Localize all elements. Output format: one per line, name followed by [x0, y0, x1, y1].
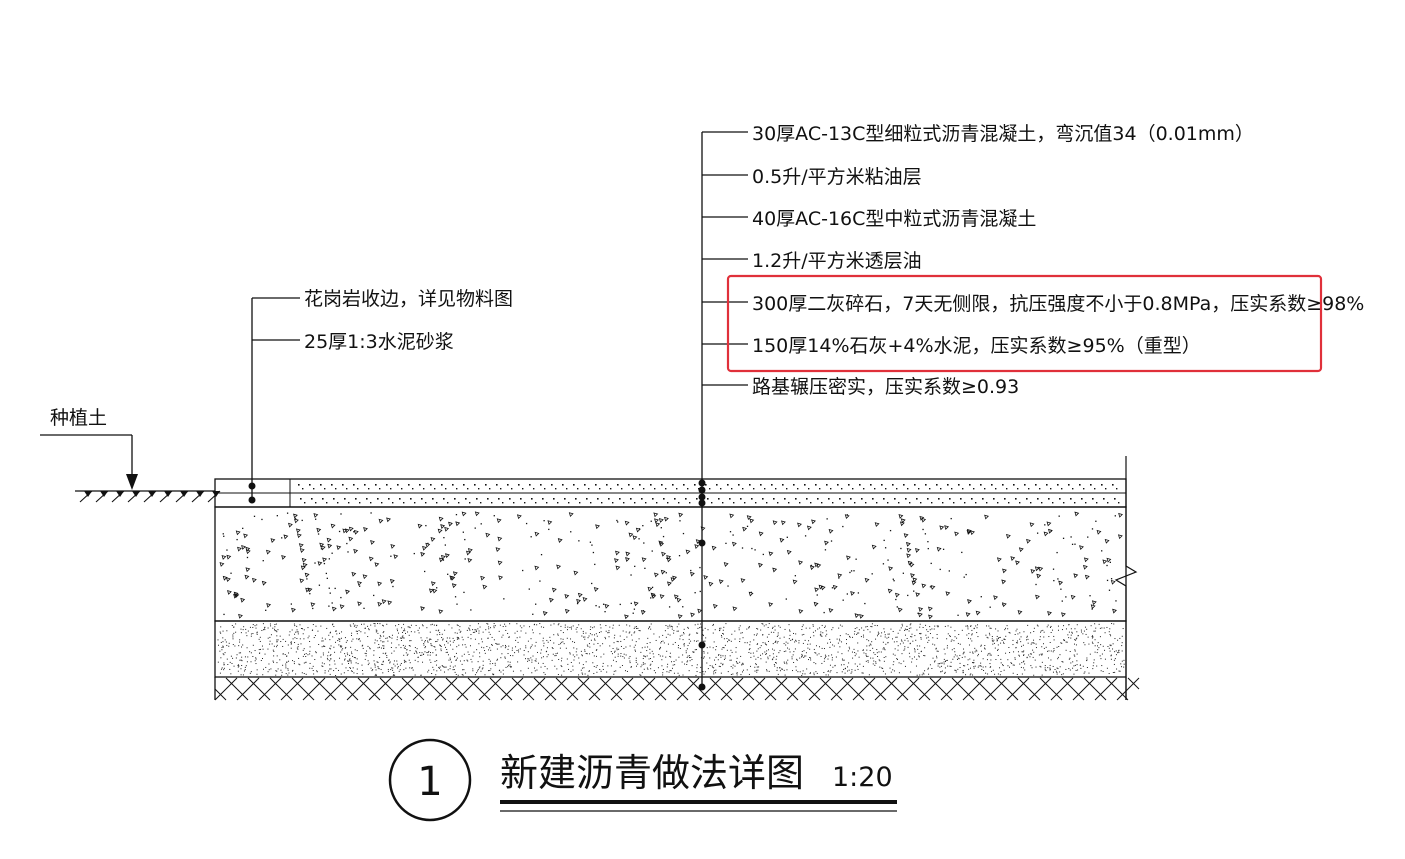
break-line	[1114, 456, 1138, 700]
gravel-base-layer	[214, 506, 1127, 622]
gravel-base-pattern	[219, 511, 1123, 620]
drawing-title: 新建沥青做法详图	[500, 751, 804, 795]
left-callout-0: 花岗岩收边，详见物料图	[304, 288, 513, 310]
right-callout-1: 0.5升/平方米粘油层	[752, 166, 922, 188]
right-callout-6: 路基辗压密实，压实系数≥0.93	[752, 376, 1019, 398]
right-callout-0: 30厚AC-13C型细粒式沥青混凝土，弯沉值34（0.01mm）	[752, 123, 1254, 145]
compacted-subgrade-hatch	[214, 677, 1140, 701]
pavement-section	[214, 456, 1140, 701]
planting-soil-marker: 种植土	[40, 407, 221, 503]
right-callout-4: 300厚二灰碎石，7天无侧限，抗压强度不小于0.8MPa，压实系数≥98%	[752, 293, 1364, 315]
stabilized-subbase-layer	[214, 620, 1127, 678]
drawing-scale: 1:20	[832, 762, 893, 793]
detail-number-circle	[388, 738, 472, 822]
right-callout-3: 1.2升/平方米透层油	[752, 250, 922, 272]
right-callout-group: 30厚AC-13C型细粒式沥青混凝土，弯沉值34（0.01mm） 0.5升/平方…	[698, 123, 1364, 691]
planting-soil-label: 种植土	[50, 407, 107, 429]
planting-soil-hatch	[79, 490, 221, 503]
left-callout-group: 花岗岩收边，详见物料图 25厚1:3水泥砂浆	[248, 288, 513, 504]
highlight-box	[726, 274, 1323, 373]
stabilized-subbase-pattern	[217, 623, 1125, 676]
right-callout-2: 40厚AC-16C型中粒式沥青混凝土	[752, 208, 1036, 230]
title-block: 1 新建沥青做法详图 1:20	[388, 738, 897, 822]
right-callout-5: 150厚14%石灰+4%水泥，压实系数≥95%（重型）	[752, 335, 1201, 357]
detail-number: 1	[417, 759, 442, 805]
left-callout-1: 25厚1:3水泥砂浆	[304, 331, 454, 353]
asphalt-course-pattern	[298, 484, 1120, 504]
